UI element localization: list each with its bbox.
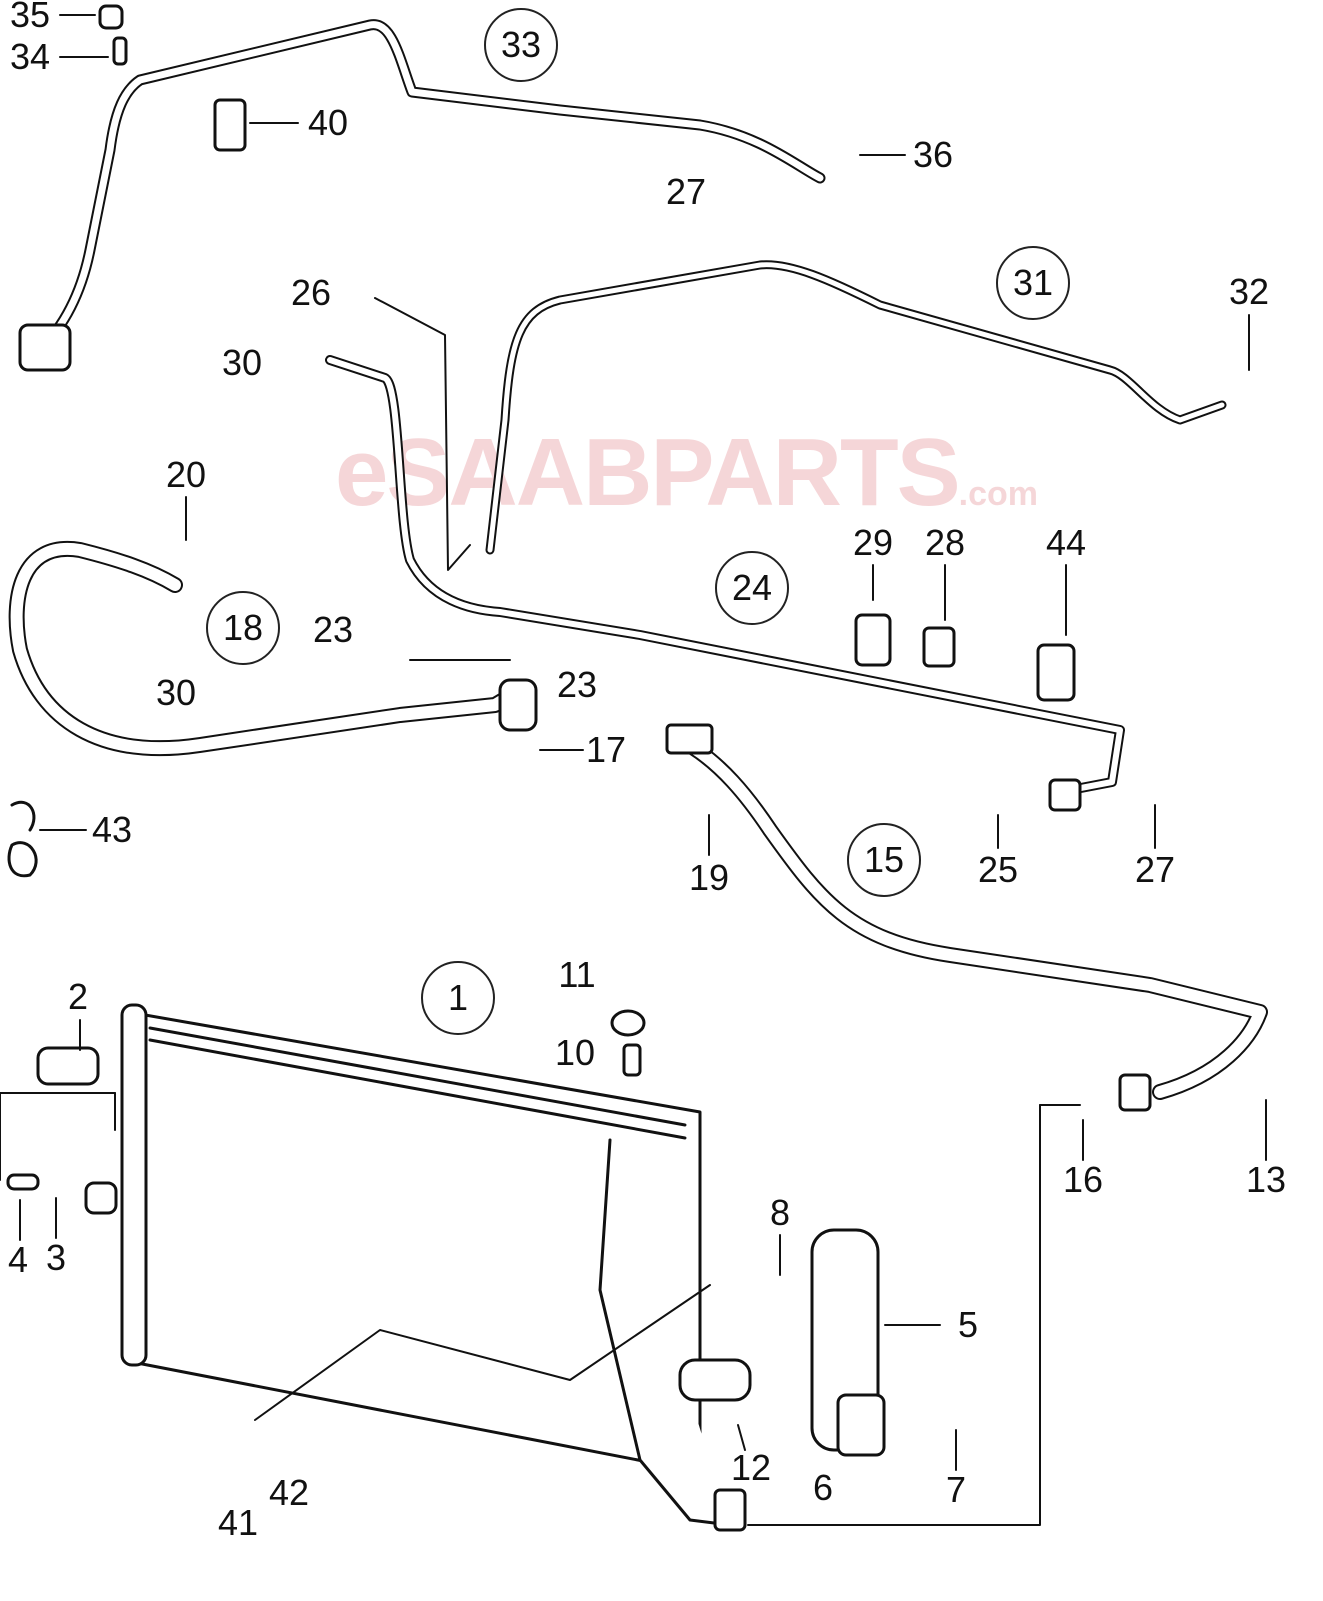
part-label: 2 [67,976,89,1017]
fitting-parts [6,4,1152,1532]
part-label: 6 [812,1467,834,1508]
part-label: 13 [1245,1159,1287,1200]
part-label: 3 [45,1237,67,1278]
callout-33: 33 [484,8,558,82]
condenser [120,1003,732,1527]
part-label: 29 [852,522,894,563]
part-label: 11 [558,954,596,995]
part-label: 7 [945,1469,967,1510]
part-label: 19 [688,857,730,898]
part-label: 28 [924,522,966,563]
part-label: 35 [9,0,51,35]
callout-31: 31 [996,246,1070,320]
part-label: 27 [665,171,707,212]
part-label: 5 [957,1304,979,1345]
part-label: 20 [165,454,207,495]
part-label: 23 [556,664,598,705]
part-label: 8 [769,1192,791,1233]
part-label: 40 [307,102,349,143]
part-label: 12 [730,1447,772,1488]
part-label: 42 [268,1472,310,1513]
callout-1: 1 [421,961,495,1035]
part-label: 4 [7,1239,29,1280]
watermark: eSAABPARTS.com [335,419,1038,526]
part-label: 44 [1045,522,1087,563]
part-label: 30 [155,672,197,713]
part-label: 32 [1228,271,1270,312]
part-label: 30 [221,342,263,383]
pipe-31 [485,260,1227,555]
leader-lines [0,14,1267,1526]
part-label: 27 [1134,849,1176,890]
part-label: 26 [290,272,332,313]
part-label: 36 [912,134,954,175]
part-label: 25 [977,849,1019,890]
part-label: 17 [585,729,627,770]
receiver-dryer [810,1228,886,1457]
callout-24: 24 [715,551,789,625]
part-label: 41 [217,1502,259,1543]
callout-18: 18 [206,591,280,665]
part-label: 43 [91,809,133,850]
pipe-15 [672,732,1268,1100]
callout-15: 15 [847,823,921,897]
part-label: 16 [1062,1159,1104,1200]
part-label: 34 [9,36,51,77]
part-label: 10 [554,1032,596,1073]
part-label: 23 [312,609,354,650]
